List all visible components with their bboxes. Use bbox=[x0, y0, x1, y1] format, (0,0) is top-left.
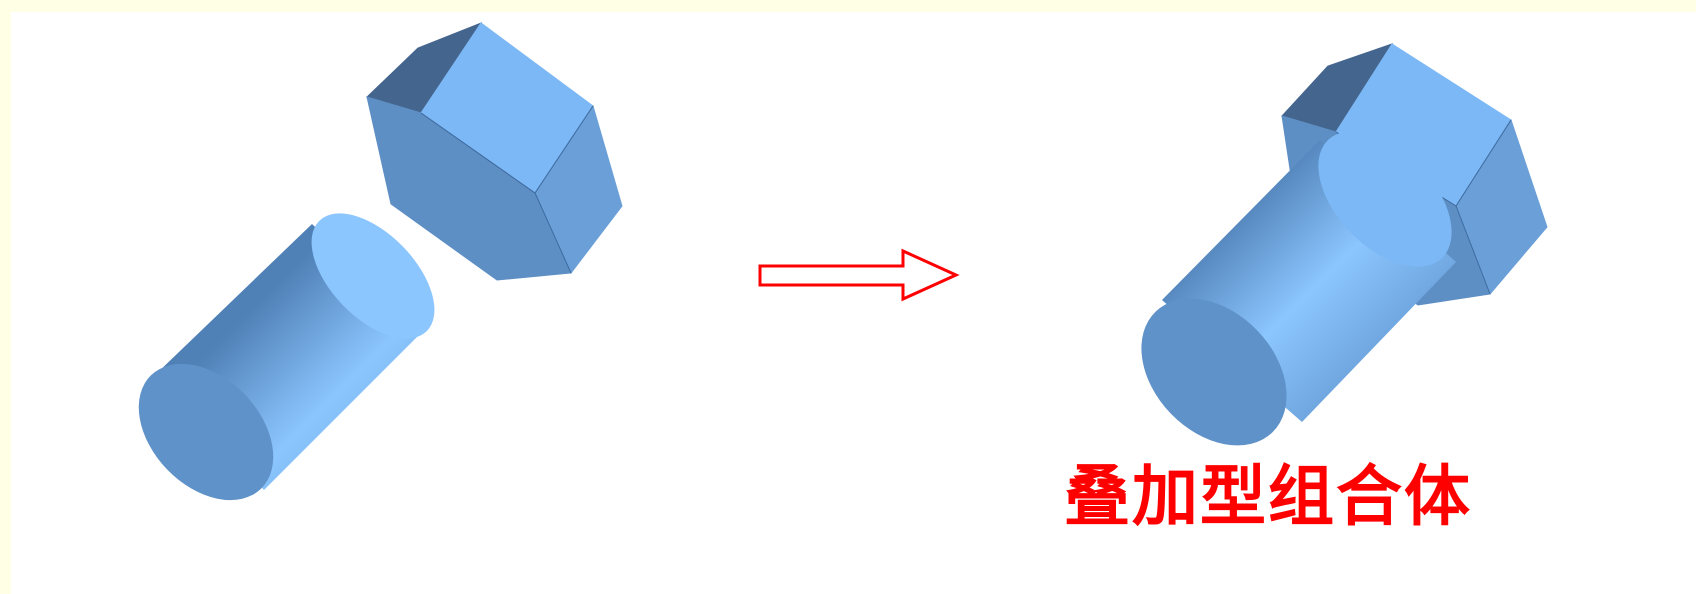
hexagonal-prism bbox=[366, 21, 623, 281]
diagram-caption: 叠加型组合体 bbox=[1064, 458, 1472, 535]
left-parts bbox=[138, 21, 623, 501]
bolt-assembly bbox=[1141, 43, 1548, 446]
right-arrow-icon bbox=[758, 248, 960, 302]
assembled-cylinder bbox=[1141, 131, 1456, 446]
cylinder bbox=[138, 213, 435, 501]
